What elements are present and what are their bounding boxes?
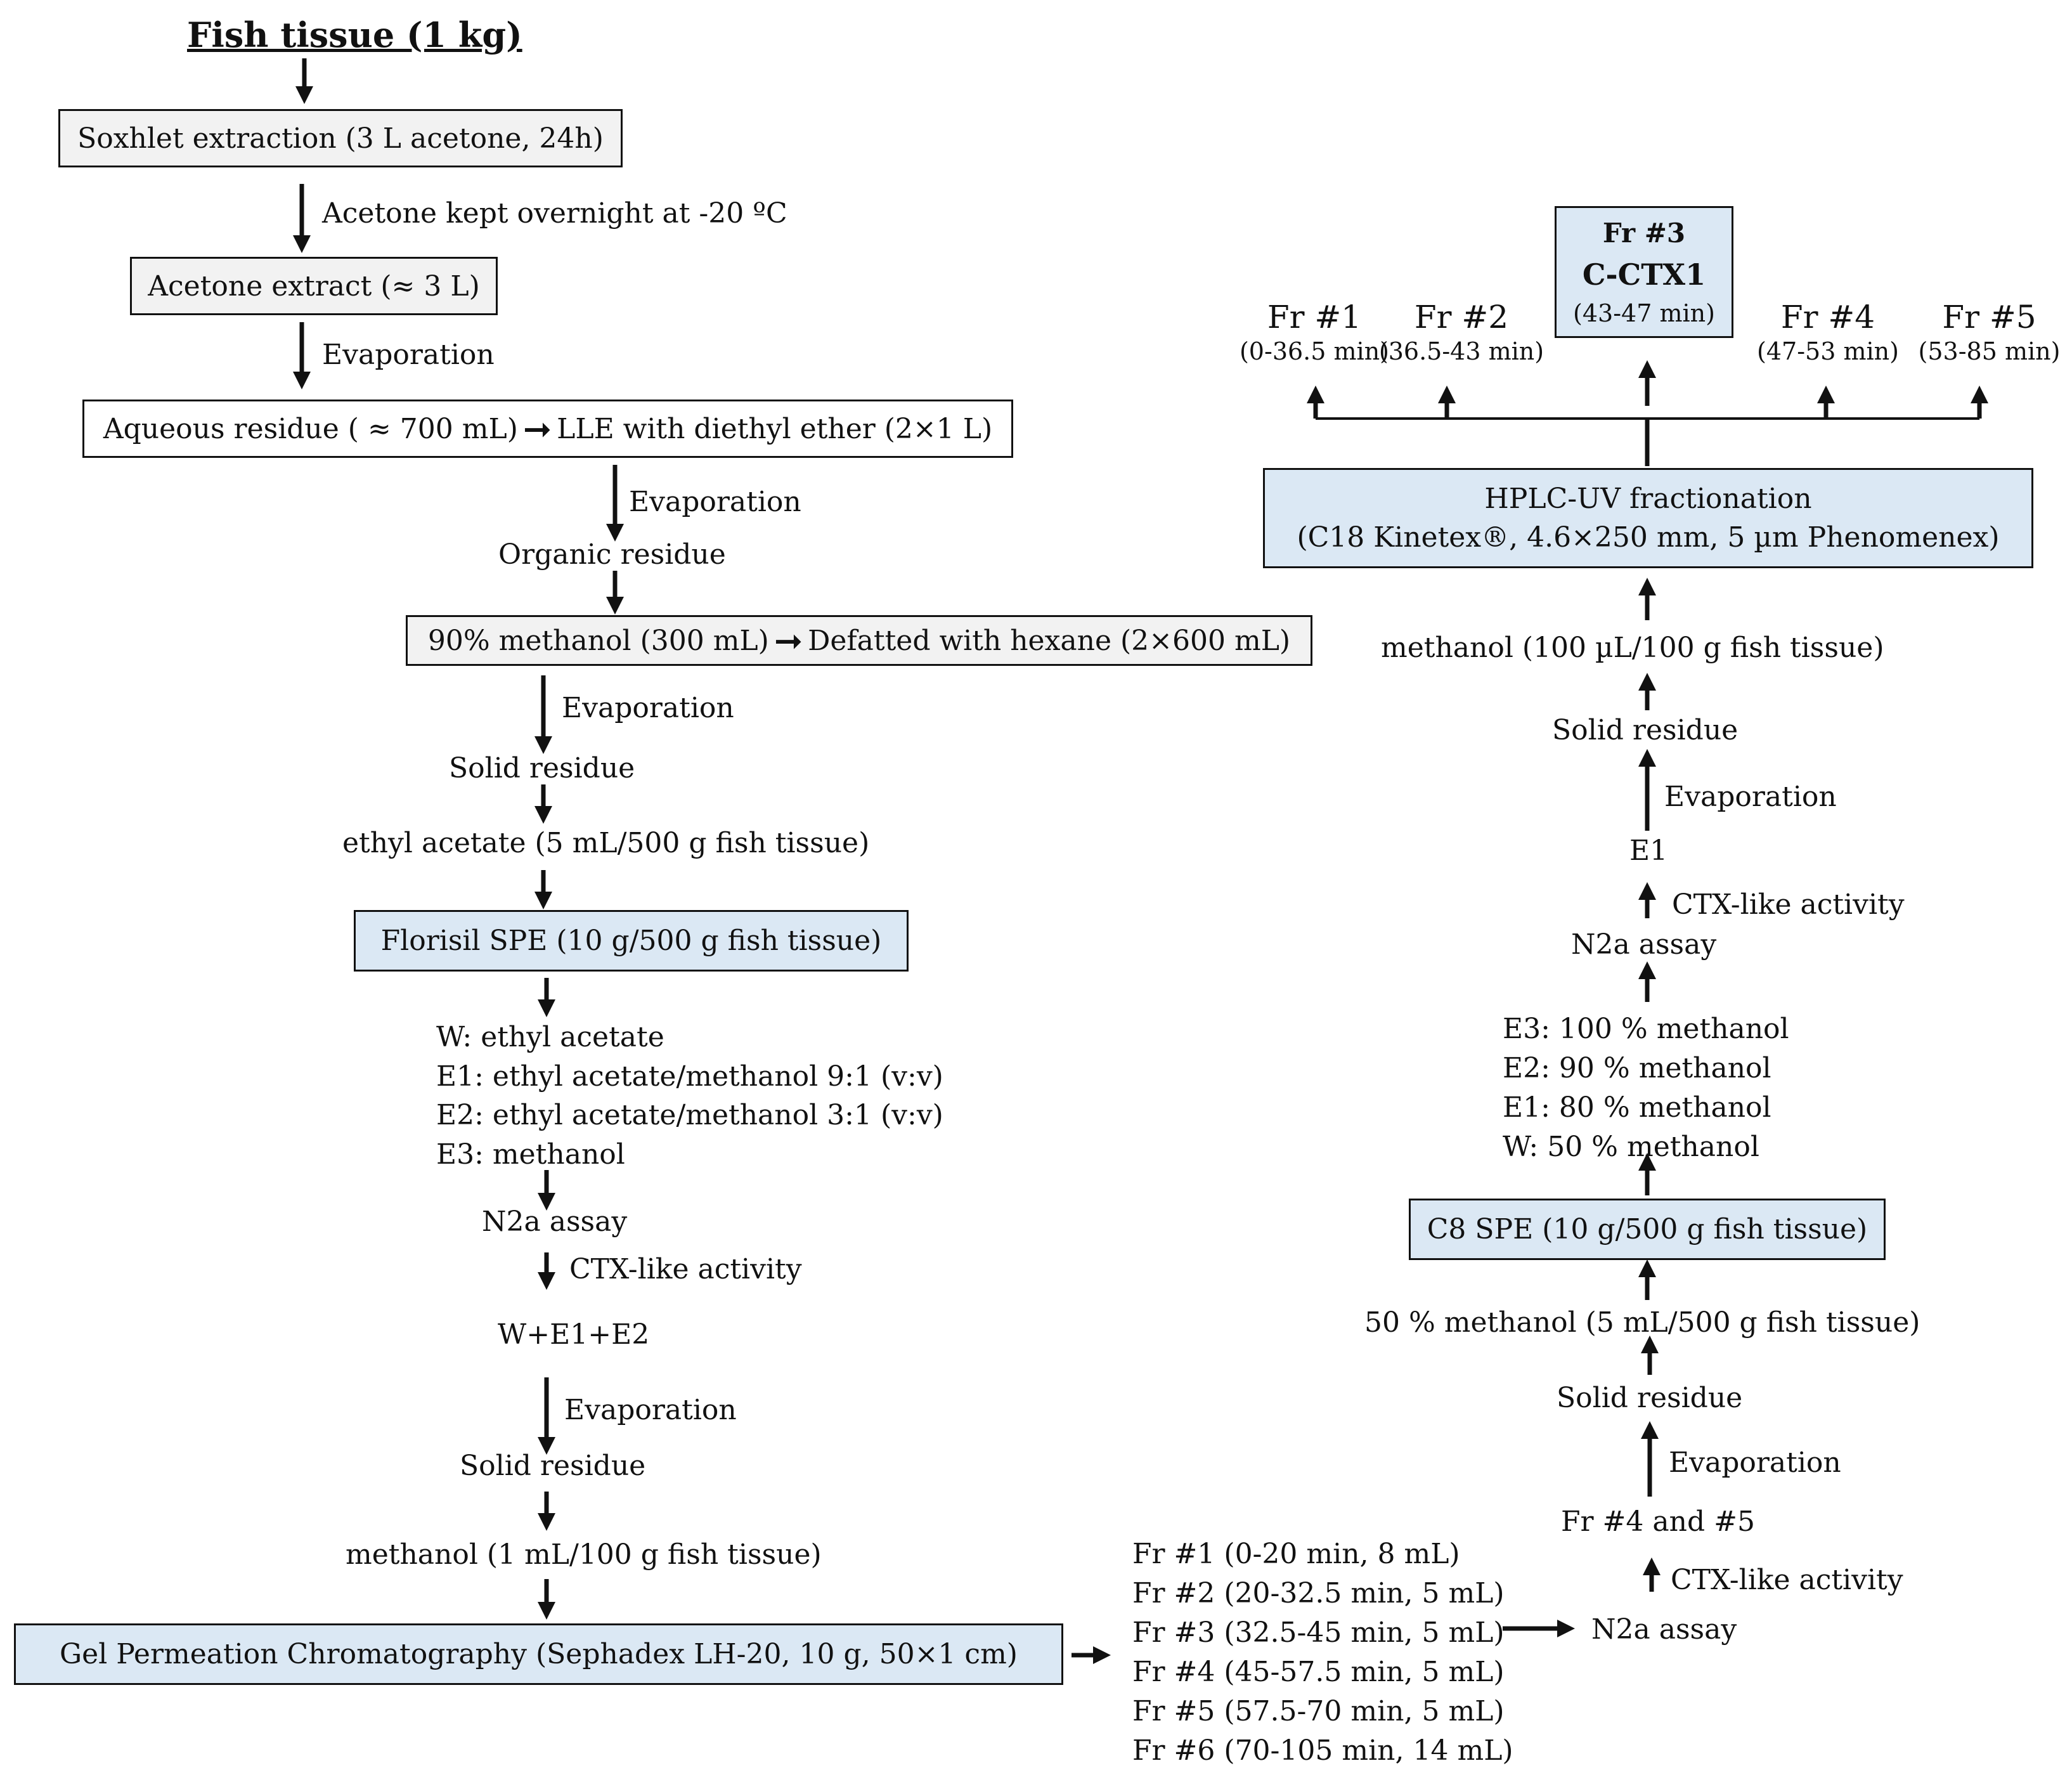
- gpc-label: Gel Permeation Chromatography (Sephadex …: [60, 1638, 1018, 1670]
- c8-spe-label: C8 SPE (10 g/500 g fish tissue): [1427, 1213, 1868, 1245]
- c-ctx1-compound: C-CTX1: [1582, 257, 1706, 292]
- soxhlet-box: Soxhlet extraction (3 L acetone, 24h): [58, 109, 623, 167]
- aqueous-residue-label: Aqueous residue ( ≈ 700 mL): [103, 412, 518, 445]
- hplc-fraction-2-range: (36.5-43 min): [1378, 337, 1544, 365]
- gpc-box: Gel Permeation Chromatography (Sephadex …: [14, 1623, 1063, 1685]
- gpc-fraction-6: Fr #6 (70-105 min, 14 mL): [1132, 1734, 1513, 1767]
- soxhlet-label: Soxhlet extraction (3 L acetone, 24h): [77, 122, 604, 155]
- organic-residue-label: Organic residue: [498, 538, 726, 571]
- hplc-title: HPLC-UV fractionation: [1484, 483, 1812, 515]
- elution-e1: E1: ethyl acetate/methanol 9:1 (v:v): [436, 1060, 943, 1093]
- e1-label: E1: [1629, 835, 1668, 867]
- n2a-assay-label: N2a assay: [1571, 928, 1717, 961]
- n2a-assay-label: N2a assay: [1591, 1613, 1737, 1646]
- n2a-assay-label: N2a assay: [482, 1206, 628, 1238]
- hplc-fraction-5: Fr #5 (53-85 min): [1912, 301, 2067, 363]
- solid-residue-label: Solid residue: [1557, 1382, 1743, 1414]
- hplc-fraction-1-label: Fr #1: [1267, 299, 1362, 335]
- c8-elution-list: E3: 100 % methanol E2: 90 % methanol E1:…: [1503, 1010, 1789, 1167]
- ctx-activity-label: CTX-like activity: [1671, 1564, 1903, 1596]
- gpc-fraction-list: Fr #1 (0-20 min, 8 mL) Fr #2 (20-32.5 mi…: [1132, 1535, 1513, 1771]
- hplc-fraction-5-range: (53-85 min): [1918, 337, 2061, 365]
- florisil-elution-list: W: ethyl acetate E1: ethyl acetate/metha…: [436, 1018, 943, 1174]
- evaporation-label: Evaporation: [629, 486, 801, 518]
- hplc-fraction-5-label: Fr #5: [1942, 299, 2036, 335]
- c8-elution-e3: E3: 100 % methanol: [1503, 1013, 1789, 1045]
- c-ctx1-fraction-label: Fr #3: [1602, 217, 1686, 249]
- ethyl-acetate-label: ethyl acetate (5 mL/500 g fish tissue): [342, 827, 870, 859]
- ctx-activity-label: CTX-like activity: [569, 1253, 802, 1285]
- c-ctx1-fraction-box: Fr #3 C-CTX1 (43-47 min): [1555, 206, 1733, 338]
- solid-residue-label: Solid residue: [1552, 714, 1739, 746]
- elution-e3: E3: methanol: [436, 1138, 625, 1171]
- evaporation-label: Evaporation: [564, 1394, 737, 1426]
- hplc-details: (C18 Kinetex®, 4.6×250 mm, 5 µm Phenomen…: [1297, 521, 2000, 554]
- acetone-note: Acetone kept overnight at -20 ºC: [322, 197, 787, 230]
- hplc-box: HPLC-UV fractionation (C18 Kinetex®, 4.6…: [1263, 468, 2033, 568]
- acetone-extract-box: Acetone extract (≈ 3 L): [130, 257, 498, 315]
- c8-elution-e2: E2: 90 % methanol: [1503, 1052, 1771, 1084]
- methanol-100-label: methanol (100 µL/100 g fish tissue): [1381, 632, 1884, 664]
- gpc-fraction-5: Fr #5 (57.5-70 min, 5 mL): [1132, 1695, 1505, 1727]
- ctx-activity-label: CTX-like activity: [1672, 888, 1905, 921]
- c8-elution-w: W: 50 % methanol: [1503, 1131, 1759, 1163]
- evaporation-label: Evaporation: [562, 692, 734, 724]
- lle-label: LLE with diethyl ether (2×1 L): [557, 412, 993, 445]
- methanol-50-label: 50 % methanol (5 mL/500 g fish tissue): [1364, 1306, 1920, 1339]
- florisil-spe-box: Florisil SPE (10 g/500 g fish tissue): [354, 910, 909, 972]
- c-ctx1-range: (43-47 min): [1573, 299, 1715, 327]
- hplc-fraction-4-label: Fr #4: [1780, 299, 1875, 335]
- elution-e2: E2: ethyl acetate/methanol 3:1 (v:v): [436, 1099, 943, 1132]
- hplc-fraction-2: Fr #2 (36.5-43 min): [1376, 301, 1547, 363]
- gpc-fraction-4: Fr #4 (45-57.5 min, 5 mL): [1132, 1656, 1505, 1688]
- page-title: Fish tissue (1 kg): [187, 15, 522, 55]
- hplc-fraction-1-range: (0-36.5 min): [1239, 337, 1389, 365]
- elution-w: W: ethyl acetate: [436, 1021, 664, 1053]
- methanol-90-label: 90% methanol (300 mL): [427, 624, 769, 657]
- hplc-fraction-4-range: (47-53 min): [1757, 337, 1899, 365]
- methanol-1ml-label: methanol (1 mL/100 g fish tissue): [346, 1538, 822, 1571]
- arrow-right-icon: ➞: [522, 408, 552, 449]
- solid-residue-label: Solid residue: [449, 752, 635, 784]
- evaporation-label: Evaporation: [1664, 781, 1837, 813]
- hplc-fraction-1: Fr #1 (0-36.5 min): [1216, 301, 1413, 363]
- evaporation-label: Evaporation: [322, 339, 495, 371]
- c8-elution-e1: E1: 80 % methanol: [1503, 1091, 1771, 1124]
- methanol-defat-box: 90% methanol (300 mL) ➞ Defatted with he…: [406, 615, 1312, 666]
- evaporation-label: Evaporation: [1669, 1447, 1841, 1479]
- florisil-spe-label: Florisil SPE (10 g/500 g fish tissue): [380, 925, 882, 957]
- acetone-extract-label: Acetone extract (≈ 3 L): [148, 270, 480, 302]
- hplc-fraction-2-label: Fr #2: [1414, 299, 1509, 335]
- gpc-fraction-3: Fr #3 (32.5-45 min, 5 mL): [1132, 1616, 1505, 1649]
- solid-residue-label: Solid residue: [460, 1450, 646, 1482]
- fr45-label: Fr #4 and #5: [1561, 1505, 1755, 1538]
- c8-spe-box: C8 SPE (10 g/500 g fish tissue): [1409, 1199, 1886, 1260]
- gpc-fraction-1: Fr #1 (0-20 min, 8 mL): [1132, 1538, 1460, 1570]
- combined-fractions-label: W+E1+E2: [498, 1318, 650, 1351]
- gpc-fraction-2: Fr #2 (20-32.5 min, 5 mL): [1132, 1577, 1505, 1609]
- arrow-right-icon: ➞: [774, 620, 803, 661]
- aqueous-residue-box: Aqueous residue ( ≈ 700 mL) ➞ LLE with d…: [82, 400, 1013, 458]
- defatted-label: Defatted with hexane (2×600 mL): [808, 624, 1291, 657]
- hplc-fraction-4: Fr #4 (47-53 min): [1749, 301, 1907, 363]
